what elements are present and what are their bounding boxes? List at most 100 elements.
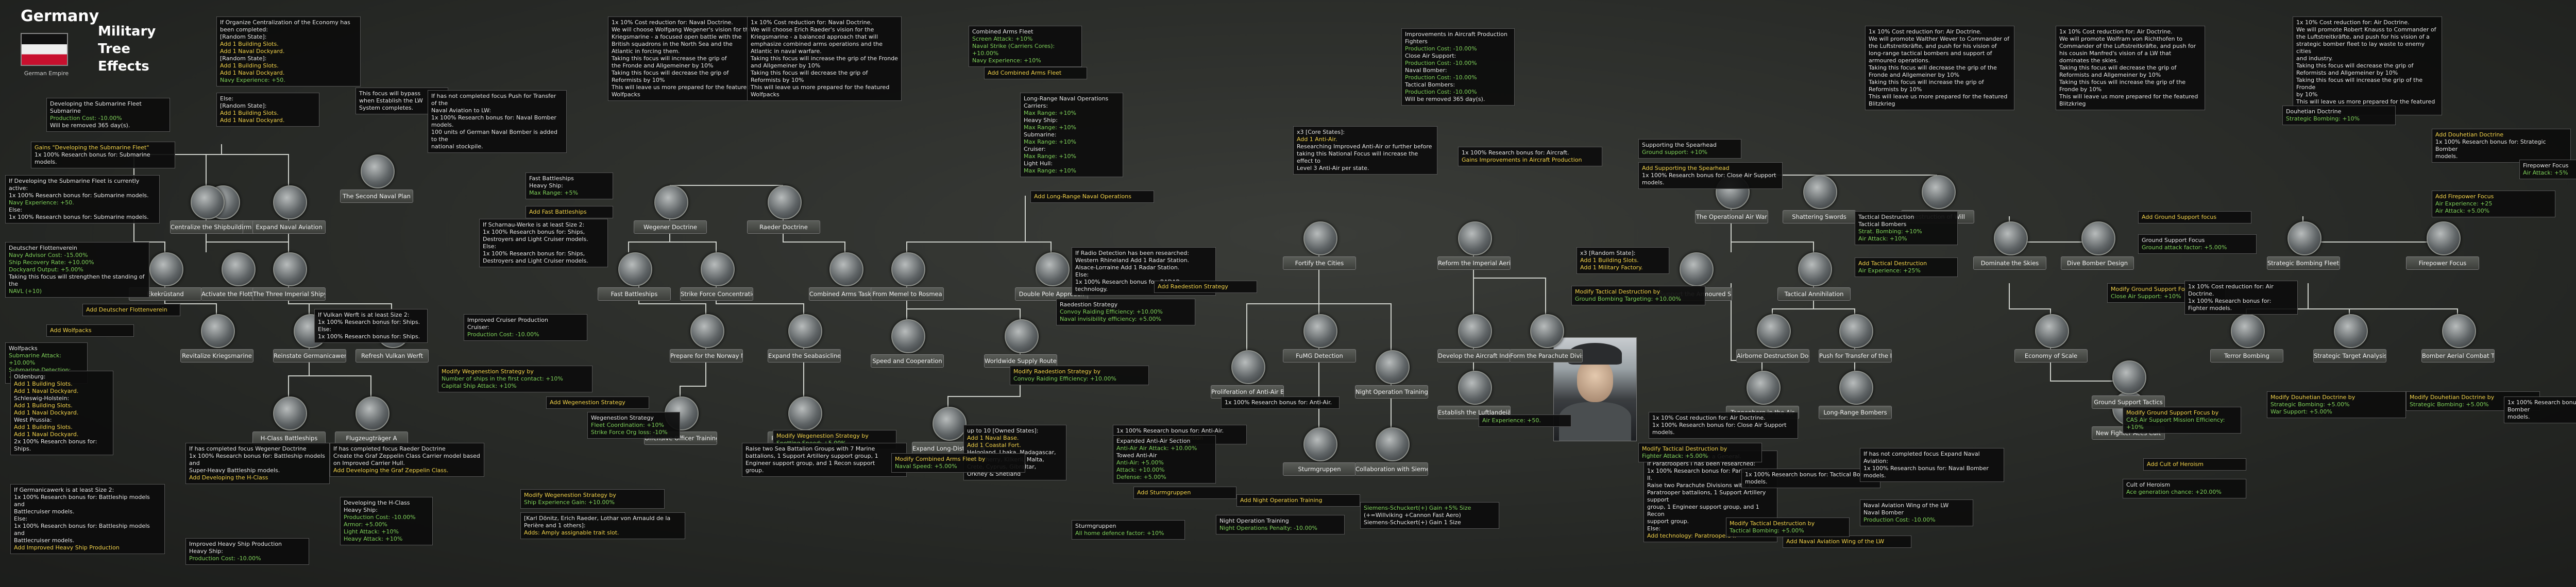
focus-icon[interactable] [1458,314,1492,348]
focus-node[interactable]: Strike Force Concentration [680,252,753,309]
focus-label: Raeder Doctrine [747,220,820,234]
focus-node[interactable]: Sturmgruppen [1283,427,1356,484]
focus-node[interactable]: Expand Naval Aviation [252,185,326,242]
focus-icon[interactable] [2442,314,2476,348]
focus-icon[interactable] [2231,314,2265,348]
focus-node[interactable]: Flugzeugträger A [335,396,408,453]
focus-label: Economy of Scale [2014,349,2088,362]
focus-node[interactable]: Strategic Target Analysis [2313,314,2386,371]
focus-node[interactable]: Dive Bomber Design [2061,221,2134,278]
focus-node[interactable]: Tactical Annihilation [1777,252,1851,309]
focus-node[interactable]: Speed and Cooperation [871,319,944,376]
focus-icon[interactable] [1530,314,1564,348]
focus-icon[interactable] [1036,252,1070,286]
focus-node[interactable]: H-Class Battleships [252,396,326,453]
focus-icon[interactable] [2334,314,2368,348]
focus-node[interactable]: The Second Naval Plan [340,154,413,211]
focus-icon[interactable] [1303,221,1337,255]
focus-icon[interactable] [1757,314,1791,348]
focus-node[interactable]: Combined Arms Task Forces [809,252,882,309]
focus-icon[interactable] [690,314,724,348]
effect-line: Level 3 Anti-Air per state. [1297,165,1369,171]
effect-line: 1x 10% Cost reduction for: Air Doctrine. [1869,28,1982,35]
focus-icon[interactable] [222,252,256,286]
focus-icon[interactable] [2035,314,2069,348]
focus-icon[interactable] [2081,221,2115,255]
focus-node[interactable]: Wegener Doctrine [634,185,707,242]
focus-icon[interactable] [2427,221,2461,255]
effect-tooltip: Add Deutscher Flottenverein [82,304,180,316]
focus-node[interactable]: Ground Support Tactics [2092,360,2165,417]
focus-node[interactable]: Long-Range Bombers [1819,371,1892,427]
focus-node[interactable]: Fortify the Cities [1283,221,1356,278]
effect-line: long-range tactical bombers and support … [1869,50,1992,57]
focus-node[interactable]: Form the Parachute Divisions [1510,314,1583,371]
focus-icon[interactable] [933,407,967,441]
focus-node[interactable]: Prepare for the Norway Naval Conflict [670,314,743,371]
focus-node[interactable]: Develop the Aircraft Industry [1437,314,1511,371]
focus-node[interactable]: Economy of Scale [2014,314,2088,371]
focus-icon[interactable] [149,252,183,286]
focus-icon[interactable] [273,252,307,286]
focus-icon[interactable] [768,185,802,219]
focus-node[interactable]: Airborne Destruction Doctrine [1736,314,1809,371]
focus-icon[interactable] [788,314,822,348]
focus-node[interactable]: Centralize the Shipbuilding Industry [170,185,243,242]
focus-node[interactable]: Expand the Seabasicline [768,314,841,371]
focus-icon[interactable] [1005,319,1039,353]
focus-icon[interactable] [201,314,235,348]
focus-node[interactable]: Raeder Doctrine [747,185,820,242]
focus-icon[interactable] [1458,371,1492,405]
effect-line: Add 1 Naval Dockyard. [220,48,285,55]
focus-icon[interactable] [1922,175,1956,209]
focus-icon[interactable] [355,396,389,430]
focus-icon[interactable] [273,396,307,430]
focus-node[interactable]: Firepower Focus [2406,221,2479,278]
effect-line: Modify Ground Support Focus by [2111,286,2204,292]
focus-icon[interactable] [1303,314,1337,348]
focus-node[interactable]: Fast Battleships [598,252,671,309]
focus-icon[interactable] [1458,221,1492,255]
focus-icon[interactable] [361,154,395,188]
focus-icon[interactable] [1994,221,2028,255]
focus-node[interactable]: Revitalize Kriegsmarine [180,314,253,371]
focus-icon[interactable] [1376,350,1410,384]
focus-icon[interactable] [701,252,735,286]
focus-label: Sturmgruppen [1283,462,1356,476]
focus-node[interactable]: Worldwide Supply Route Coordination [984,319,1057,376]
focus-icon[interactable] [788,396,822,430]
focus-icon[interactable] [191,185,225,219]
focus-icon[interactable] [1376,427,1410,461]
focus-icon[interactable] [618,252,652,286]
focus-icon[interactable] [1798,252,1832,286]
focus-icon[interactable] [891,319,925,353]
focus-node[interactable]: Bomber Aerial Combat Tactics [2421,314,2495,371]
focus-icon[interactable] [1231,350,1265,384]
focus-node[interactable]: Proliferation of Anti-Air Batteries [1211,350,1284,407]
focus-node[interactable]: Terror Bombing [2210,314,2283,371]
focus-node[interactable]: Activate the Flottenverein [201,252,274,309]
focus-icon[interactable] [654,185,688,219]
focus-icon[interactable] [273,185,307,219]
focus-icon[interactable] [1680,252,1714,286]
focus-icon[interactable] [1839,314,1873,348]
focus-node[interactable]: Night Operation Training [1355,350,1428,407]
focus-icon[interactable] [1803,175,1837,209]
focus-icon[interactable] [829,252,863,286]
focus-node[interactable]: Collaboration with Siemens-Schuckert [1355,427,1428,484]
focus-node[interactable]: Reform the Imperial Aerial Section [1437,221,1511,278]
focus-node[interactable]: The Three Imperial Shipyards [252,252,326,309]
focus-icon[interactable] [891,252,925,286]
focus-node[interactable]: Strategic Bombing Fleets [2267,221,2340,278]
focus-node[interactable]: Push for Transfer of the Naval Aviation … [1819,314,1892,371]
focus-icon[interactable] [2112,360,2146,394]
focus-icon[interactable] [1839,371,1873,405]
focus-node[interactable]: Dominate the Skies [1973,221,2046,278]
focus-icon[interactable] [1303,427,1337,461]
focus-node[interactable]: Shattering Swords [1783,175,1856,232]
focus-node[interactable]: FuMG Detection [1283,314,1356,371]
focus-node[interactable]: From Memel to Rosmea [871,252,944,309]
focus-icon[interactable] [2287,221,2321,255]
focus-icon[interactable] [1747,371,1781,405]
